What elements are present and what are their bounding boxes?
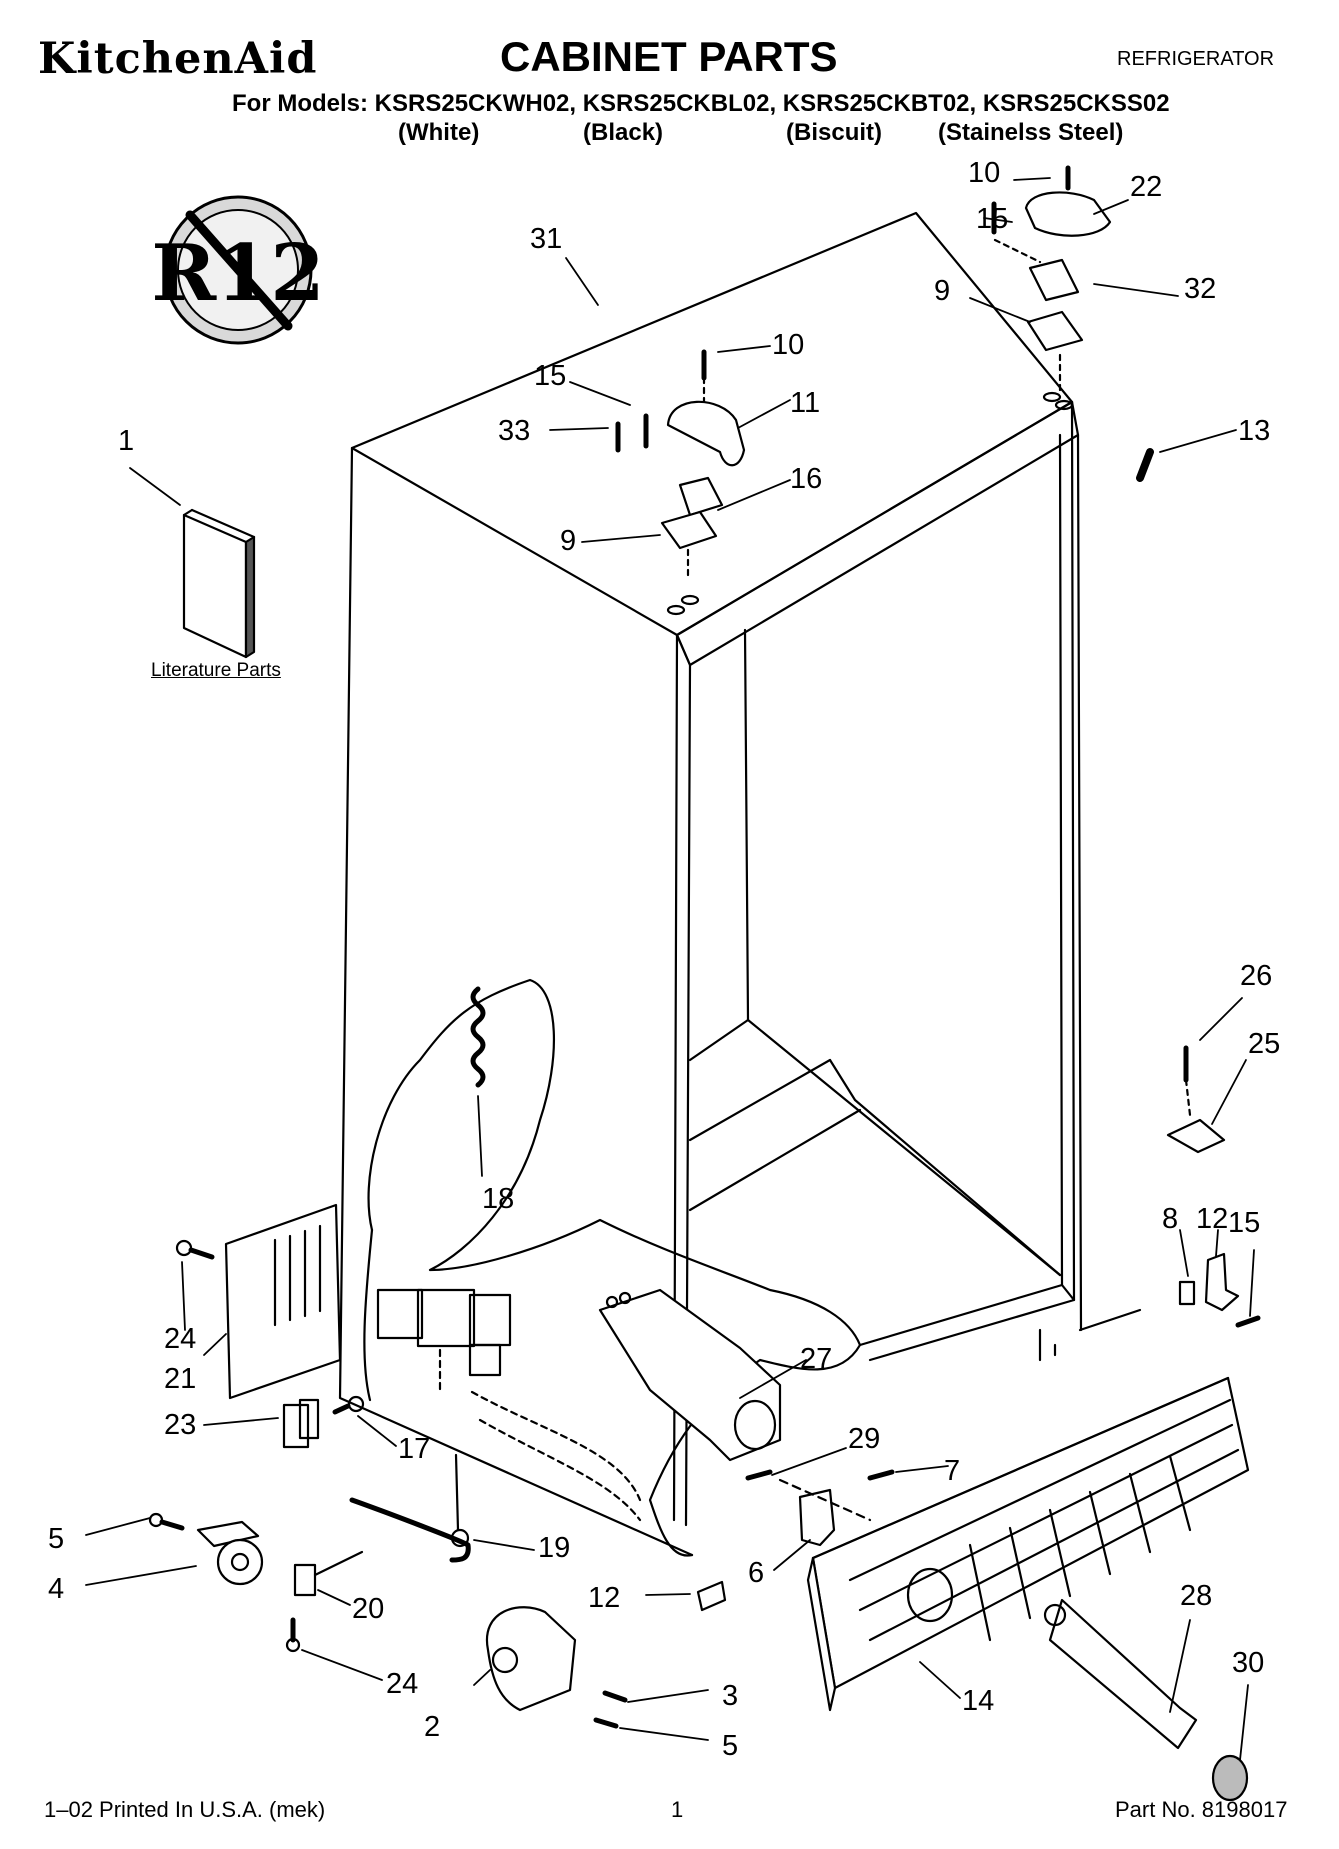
callout-27: 27 xyxy=(800,1343,832,1375)
callout-3: 3 xyxy=(722,1680,738,1712)
callout-15-left: 15 xyxy=(534,360,566,392)
callout-26: 26 xyxy=(1240,960,1272,992)
callout-5-left: 5 xyxy=(48,1523,64,1555)
bracket-23 xyxy=(282,1398,320,1449)
color-white: (White) xyxy=(398,119,480,146)
callout-4: 4 xyxy=(48,1573,64,1605)
callout-20: 20 xyxy=(352,1593,384,1625)
callout-15-lower: 15 xyxy=(1228,1207,1260,1239)
footer-page-number: 1 xyxy=(671,1797,684,1822)
callout-9-left: 9 xyxy=(560,525,576,557)
callout-15-right: 15 xyxy=(976,203,1008,235)
callout-32: 32 xyxy=(1184,273,1216,305)
callout-10-right: 10 xyxy=(968,157,1000,189)
callout-29: 29 xyxy=(848,1423,880,1455)
models-line: For Models: KSRS25CKWH02, KSRS25CKBL02, … xyxy=(232,90,1170,117)
callout-10-left: 10 xyxy=(772,329,804,361)
literature-parts-caption: Literature Parts xyxy=(151,660,281,681)
footer-print-info: 1–02 Printed In U.S.A. (mek) xyxy=(44,1797,326,1822)
callout-24-upper: 24 xyxy=(164,1323,196,1355)
callout-7: 7 xyxy=(944,1455,960,1487)
footer-part-number: Part No. 8198017 xyxy=(1115,1797,1288,1822)
drain-tube-19 xyxy=(349,1453,471,1563)
callout-19: 19 xyxy=(538,1532,570,1564)
color-biscuit: (Biscuit) xyxy=(786,119,882,146)
callout-21: 21 xyxy=(164,1363,196,1395)
screw-7 xyxy=(867,1469,895,1481)
callout-9-right: 9 xyxy=(934,275,950,307)
callout-22: 22 xyxy=(1130,171,1162,203)
callout-8: 8 xyxy=(1162,1203,1178,1235)
screw-17 xyxy=(332,1395,365,1415)
callout-2: 2 xyxy=(424,1711,440,1743)
hinge-bracket-27 xyxy=(598,1288,782,1462)
callout-12-bottom: 12 xyxy=(588,1582,620,1614)
callout-14: 14 xyxy=(962,1685,994,1717)
callout-33: 33 xyxy=(498,415,530,447)
callout-labels: 1 2 3 4 5 5 6 7 8 9 9 10 10 11 12 12 13 … xyxy=(48,157,1280,1762)
callout-25: 25 xyxy=(1248,1028,1280,1060)
bracket-25 xyxy=(1166,1045,1226,1154)
callout-12-right: 12 xyxy=(1196,1203,1228,1235)
color-stainless: (Stainelss Steel) xyxy=(938,119,1124,146)
dashline-7 xyxy=(778,1478,872,1522)
bracket-6 xyxy=(798,1488,836,1547)
leveler-assembly-2 xyxy=(485,1606,628,1729)
top-hinge-left xyxy=(615,349,746,616)
screw-24-lower xyxy=(285,1617,301,1653)
page-title: CABINET PARTS xyxy=(500,33,838,80)
water-filter-28 xyxy=(1043,1598,1249,1802)
callout-30: 30 xyxy=(1232,1647,1264,1679)
top-hinge-right xyxy=(991,165,1112,411)
callout-13: 13 xyxy=(1238,415,1270,447)
callout-24-lower: 24 xyxy=(386,1668,418,1700)
pin-13 xyxy=(1136,448,1154,482)
callout-11: 11 xyxy=(790,387,820,419)
callout-1: 1 xyxy=(118,425,134,457)
no-r12-emblem: R12 xyxy=(151,195,325,345)
screw-29 xyxy=(745,1469,773,1481)
callout-16: 16 xyxy=(790,463,822,495)
screw-24-upper xyxy=(175,1239,215,1260)
callout-28: 28 xyxy=(1180,1580,1212,1612)
brand-logo: KitchenAid xyxy=(38,34,318,84)
callout-17: 17 xyxy=(398,1433,430,1465)
r12-emblem-text: R12 xyxy=(151,228,324,319)
color-black: (Black) xyxy=(583,119,664,146)
callout-18: 18 xyxy=(482,1183,514,1215)
leader-lines xyxy=(85,177,1255,1761)
callout-23: 23 xyxy=(164,1409,196,1441)
parts-8-12-15 xyxy=(1078,1252,1261,1332)
product-category: REFRIGERATOR xyxy=(1117,48,1275,70)
toe-grille-14 xyxy=(806,1376,1250,1712)
bracket-12-bottom xyxy=(696,1580,727,1612)
callout-5-bottom: 5 xyxy=(722,1730,738,1762)
clip-20 xyxy=(293,1550,364,1597)
literature-booklet xyxy=(182,508,256,659)
roller-assembly-4 xyxy=(148,1512,264,1586)
control-panel-21 xyxy=(224,1203,342,1400)
callout-31: 31 xyxy=(530,223,562,255)
callout-6: 6 xyxy=(748,1557,764,1589)
